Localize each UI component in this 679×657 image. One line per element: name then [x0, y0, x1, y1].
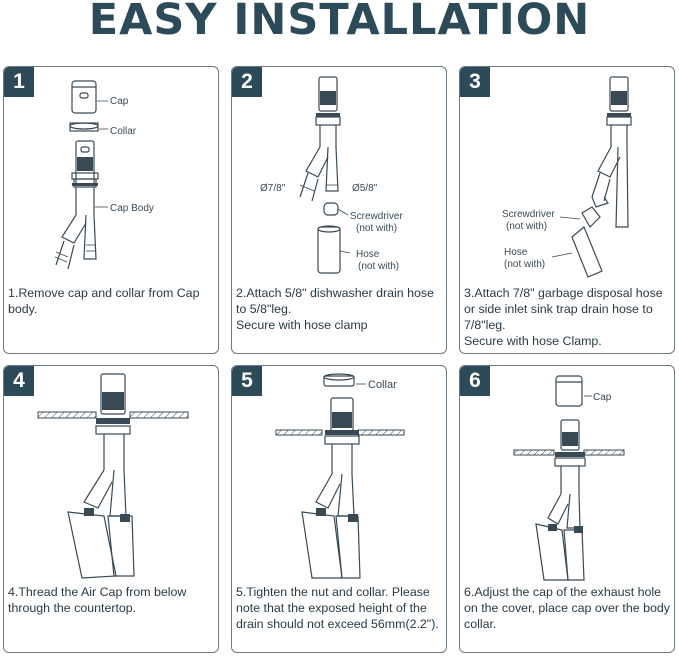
step-5-illustration: Collar [275, 373, 405, 579]
label-cap: Cap [110, 96, 129, 107]
step-4-badge: 4 [4, 366, 34, 396]
label-cap-body: Cap Body [110, 203, 154, 214]
label-hose: Hose [356, 249, 380, 260]
step-3-description: 3.Attach 7/8" garbage disposal hose or s… [464, 286, 663, 348]
step-1-illustration: Cap Collar Cap Body [54, 80, 154, 270]
page-title: EASY INSTALLATION [88, 0, 591, 45]
step-5-panel: Collar 5 5.Tighten the nut and collar. P… [231, 365, 447, 653]
label-screwdriver-note: (not with) [356, 223, 397, 234]
step-5-description: 5.Tighten the nut and collar. Please not… [236, 585, 439, 631]
step-2-badge: 2 [232, 67, 262, 97]
step-2-panel: Ø7/8" Ø5/8" Screwdriver (not with) Hose … [231, 66, 447, 354]
label-screwdriver: Screwdriver [350, 211, 403, 222]
step-1-panel: Cap Collar Cap Body 1 1.Remove cap and c… [3, 66, 219, 354]
step-3-badge: 3 [460, 67, 490, 97]
step-6-illustration: Cap [513, 375, 625, 581]
label-screwdriver-note: (not with) [506, 221, 547, 232]
label-collar: Collar [368, 379, 397, 391]
step-6-description: 6.Adjust the cap of the exhaust hole on … [464, 585, 670, 631]
label-hose-note: (not with) [504, 259, 545, 270]
step-1-badge: 1 [4, 67, 34, 97]
label-hose: Hose [504, 247, 528, 258]
step-6-panel: Cap 6 6.Adjust the cap of the exhaust ho… [459, 365, 675, 653]
step-3-panel: Screwdriver (not with) Hose (not with) 3… [459, 66, 675, 354]
label-diameter-58: Ø5/8" [352, 183, 378, 194]
step-5-badge: 5 [232, 366, 262, 396]
label-collar: Collar [110, 126, 137, 137]
label-screwdriver: Screwdriver [502, 209, 555, 220]
step-4-description: 4.Thread the Air Cap from below through … [8, 585, 187, 615]
step-2-description: 2.Attach 5/8" dishwasher drain hose to 5… [236, 286, 434, 332]
label-diameter-78: Ø7/8" [260, 183, 286, 194]
step-6-badge: 6 [460, 366, 490, 396]
step-4-illustration [37, 373, 189, 579]
step-2-illustration: Ø7/8" Ø5/8" Screwdriver (not with) Hose … [260, 76, 403, 274]
label-cap: Cap [593, 392, 612, 403]
step-3-illustration: Screwdriver (not with) Hose (not with) [502, 76, 632, 278]
label-hose-note: (not with) [358, 261, 399, 272]
step-4-panel: 4 4.Thread the Air Cap from below throug… [3, 365, 219, 653]
step-1-description: 1.Remove cap and collar from Cap body. [8, 286, 200, 316]
